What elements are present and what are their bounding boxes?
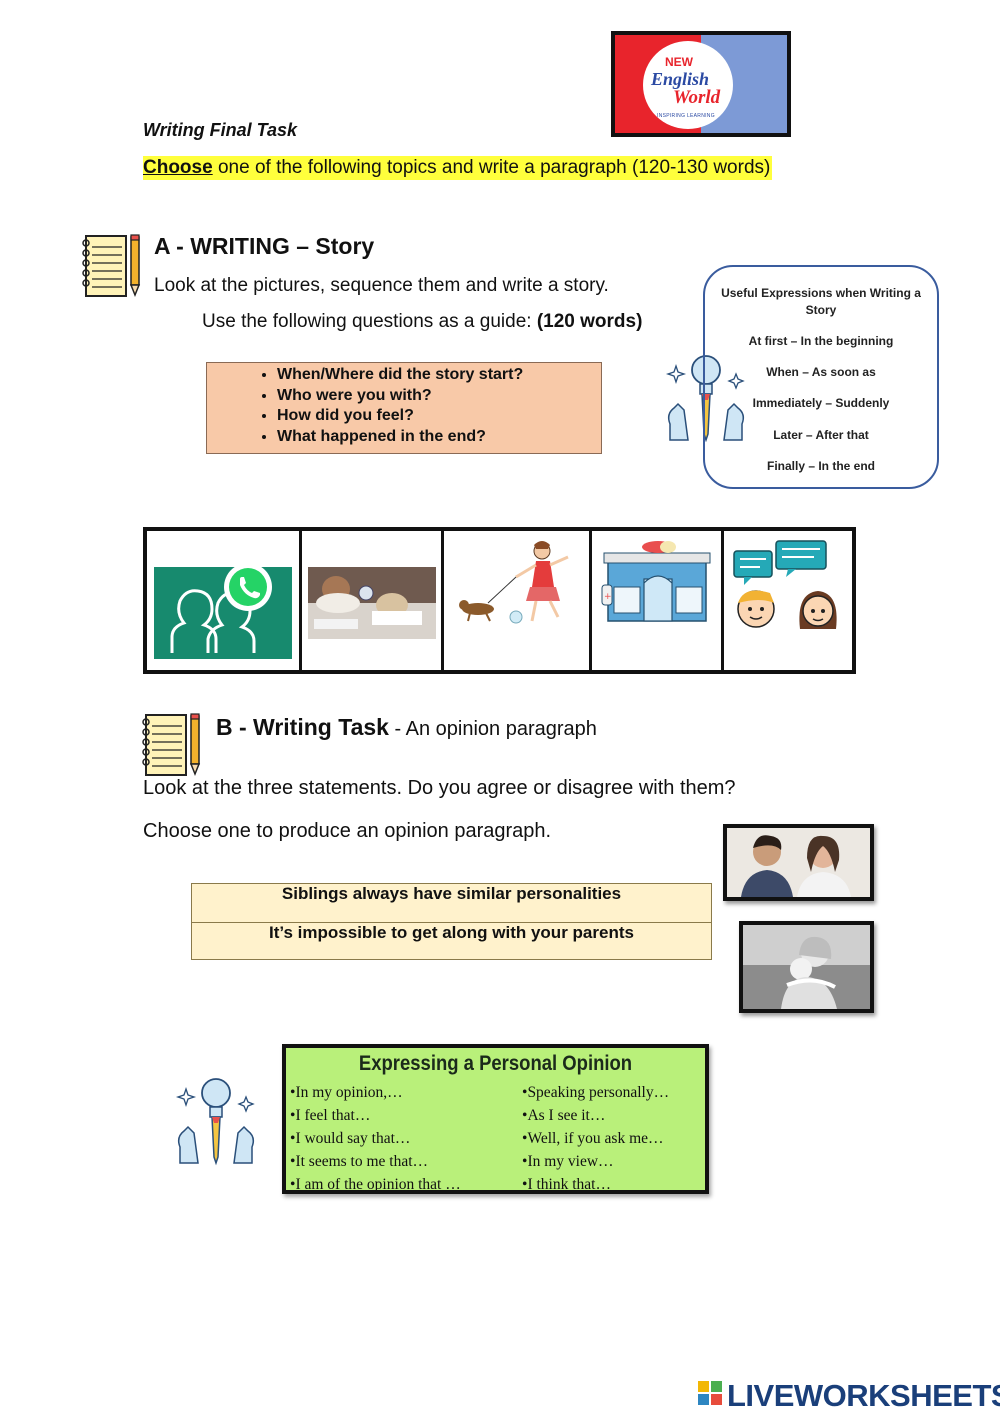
story-picture-4: + bbox=[592, 531, 724, 670]
guide-question: How did you feel? bbox=[277, 406, 601, 427]
task-instruction: Choose one of the following topics and w… bbox=[143, 156, 773, 180]
opinion-list-left: In my opinion,… I feel that… I would say… bbox=[290, 1081, 461, 1196]
section-b-heading-bold: B - Writing Task bbox=[216, 714, 389, 740]
parent-child-photo bbox=[739, 921, 874, 1013]
pharmacy-icon: + bbox=[601, 541, 711, 622]
useful-expression: Finally – In the end bbox=[766, 459, 876, 473]
opinion-box-title: Expressing a Personal Opinion bbox=[358, 1052, 633, 1075]
guide-text: Use the following questions as a guide: bbox=[202, 311, 537, 332]
word-count: (120 words) bbox=[536, 311, 643, 332]
section-b-instruction: Look at the three statements. Do you agr… bbox=[143, 777, 736, 799]
liveworksheets-brand: LIVEWORKSHEETS bbox=[727, 1378, 1000, 1413]
statement-row: Siblings always have similar personaliti… bbox=[281, 884, 622, 903]
section-b-heading-light: - An opinion paragraph bbox=[388, 718, 597, 740]
guide-question: When/Where did the story start? bbox=[277, 365, 601, 386]
publisher-logo: NEW English World INSPIRING LEARNING bbox=[611, 31, 791, 137]
opinion-expression: As I see it… bbox=[522, 1104, 669, 1127]
opinion-expression: In my opinion,… bbox=[290, 1081, 461, 1104]
logo-circle: NEW English World INSPIRING LEARNING bbox=[643, 41, 733, 129]
opinion-expression: I think that… bbox=[522, 1173, 669, 1196]
story-picture-3 bbox=[444, 531, 592, 670]
notebook-pencil-icon bbox=[142, 713, 201, 777]
logo-subtitle: INSPIRING LEARNING bbox=[657, 113, 715, 119]
guide-question: Who were you with? bbox=[277, 386, 601, 407]
statement-row: It’s impossible to get along with your p… bbox=[192, 922, 711, 960]
opinion-expression: It seems to me that… bbox=[290, 1150, 461, 1173]
section-a-instruction: Look at the pictures, sequence them and … bbox=[154, 275, 609, 296]
students-sleeping-photo bbox=[308, 567, 436, 639]
useful-expression: When – As soon as bbox=[766, 365, 876, 379]
opinion-expressions-box: Expressing a Personal Opinion In my opin… bbox=[282, 1044, 709, 1194]
logo-english: English bbox=[651, 69, 710, 89]
idea-lightbulb-icon bbox=[665, 355, 745, 442]
liveworksheets-logo-icon bbox=[698, 1381, 722, 1405]
opinion-expression: Well, if you ask me… bbox=[522, 1127, 669, 1150]
section-b-instruction-2: Choose one to produce an opinion paragra… bbox=[143, 820, 552, 842]
instruction-choose: Choose bbox=[143, 157, 213, 178]
idea-lightbulb-icon bbox=[175, 1078, 255, 1166]
useful-expressions-title: Useful Expressions when Writing a Story bbox=[721, 286, 921, 317]
useful-expressions-box: Useful Expressions when Writing a Story … bbox=[703, 265, 939, 489]
opinion-list-right: Speaking personally… As I see it… Well, … bbox=[522, 1081, 669, 1196]
page-title: Writing Final Task bbox=[143, 120, 298, 140]
section-a-guide: Use the following questions as a guide: … bbox=[202, 311, 642, 333]
whatsapp-group-icon bbox=[154, 567, 292, 659]
guide-questions-box: When/Where did the story start? Who were… bbox=[206, 362, 602, 454]
story-picture-1 bbox=[147, 531, 302, 670]
useful-expression: Later – After that bbox=[773, 428, 869, 442]
section-b-heading: B - Writing Task - An opinion paragraph bbox=[216, 714, 597, 741]
section-a-heading: A - WRITING – Story bbox=[154, 233, 375, 259]
notebook-pencil-icon bbox=[82, 234, 141, 298]
useful-expression: At first – In the beginning bbox=[748, 334, 894, 348]
instruction-text: one of the following topics and write a … bbox=[212, 157, 771, 178]
logo-new: NEW bbox=[665, 55, 693, 69]
svg-text:+: + bbox=[604, 592, 612, 602]
siblings-photo bbox=[723, 824, 874, 901]
logo-world: World bbox=[673, 87, 721, 108]
opinion-expression: I feel that… bbox=[290, 1104, 461, 1127]
opinion-expression: In my view… bbox=[522, 1150, 669, 1173]
opinion-expression: I am of the opinion that … bbox=[290, 1173, 460, 1196]
story-picture-2 bbox=[302, 531, 444, 670]
opinion-expression: Speaking personally… bbox=[522, 1081, 669, 1104]
statements-table: Siblings always have similar personaliti… bbox=[191, 883, 712, 960]
story-picture-5 bbox=[724, 531, 852, 670]
useful-expression: Immediately – Suddenly bbox=[752, 396, 890, 410]
story-picture-strip: + bbox=[143, 527, 856, 674]
opinion-expression: I would say that… bbox=[290, 1127, 461, 1150]
girl-walking-dog-icon bbox=[459, 541, 569, 624]
two-people-talking-icon bbox=[733, 540, 837, 629]
guide-question: What happened in the end? bbox=[277, 427, 601, 448]
